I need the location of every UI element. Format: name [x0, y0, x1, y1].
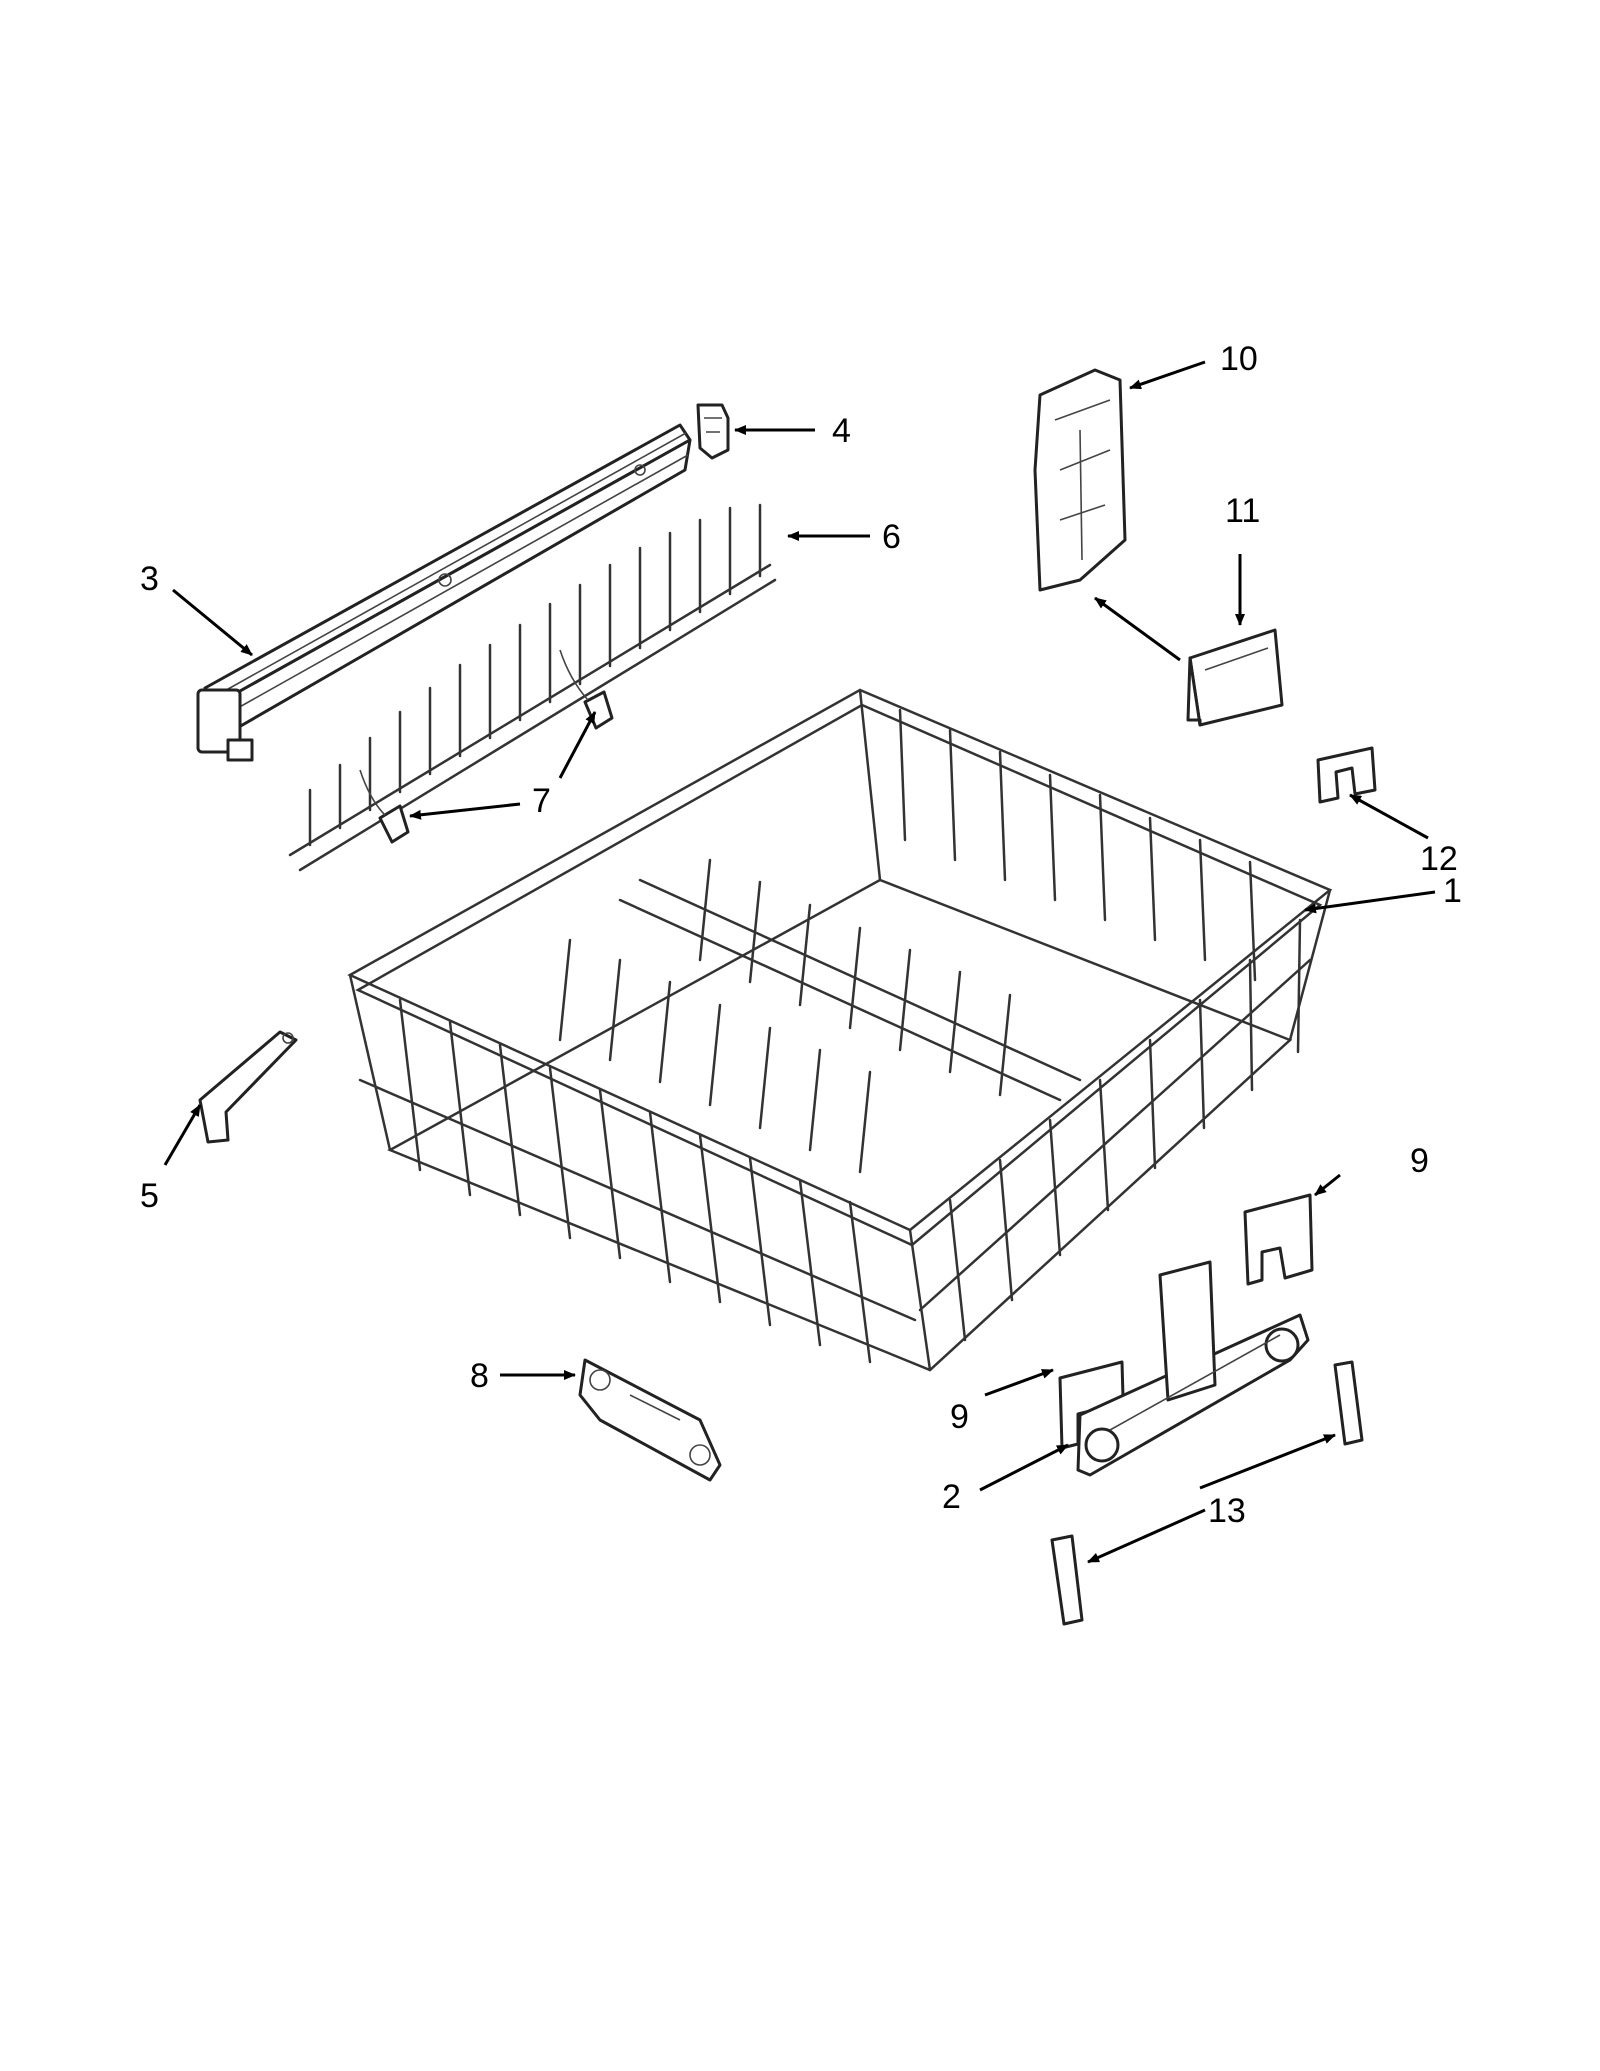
- callout-labels: 1 2 3 4 5 6 7 8 9 9 10 11 12 13: [140, 340, 1462, 1530]
- callout-12: 12: [1420, 840, 1458, 878]
- part-12-clip: [1316, 746, 1377, 804]
- callout-1: 1: [1443, 872, 1462, 910]
- part-1-basket: [347, 688, 1333, 1372]
- callout-9-lower: 9: [950, 1398, 969, 1436]
- callout-2: 2: [942, 1478, 961, 1516]
- part-5-clip: [198, 1030, 298, 1144]
- part-4-clip: [696, 403, 730, 460]
- callout-9-upper: 9: [1410, 1142, 1429, 1180]
- part-8-roller: [578, 1358, 722, 1482]
- callout-11: 11: [1225, 492, 1260, 530]
- part-11-cover: [1186, 628, 1284, 727]
- callout-8: 8: [470, 1357, 489, 1395]
- callout-6: 6: [882, 518, 901, 556]
- part-6-tine-row: [288, 503, 777, 872]
- callout-13: 13: [1208, 1492, 1246, 1530]
- part-3-rail: [196, 423, 692, 762]
- part-13-lever-right: [1333, 1360, 1364, 1446]
- part-7-tine-clips: [359, 649, 614, 844]
- callout-7: 7: [532, 782, 551, 820]
- part-9-clip-upper: [1243, 1193, 1314, 1286]
- part-10-bracket: [1033, 368, 1127, 592]
- leader-lines: [163, 360, 1436, 1564]
- part-13-lever-left: [1050, 1534, 1084, 1626]
- callout-4: 4: [832, 412, 851, 450]
- part-2-adjuster: [1076, 1260, 1310, 1477]
- callout-3: 3: [140, 560, 159, 598]
- callout-10: 10: [1220, 340, 1258, 378]
- callout-5: 5: [140, 1177, 159, 1215]
